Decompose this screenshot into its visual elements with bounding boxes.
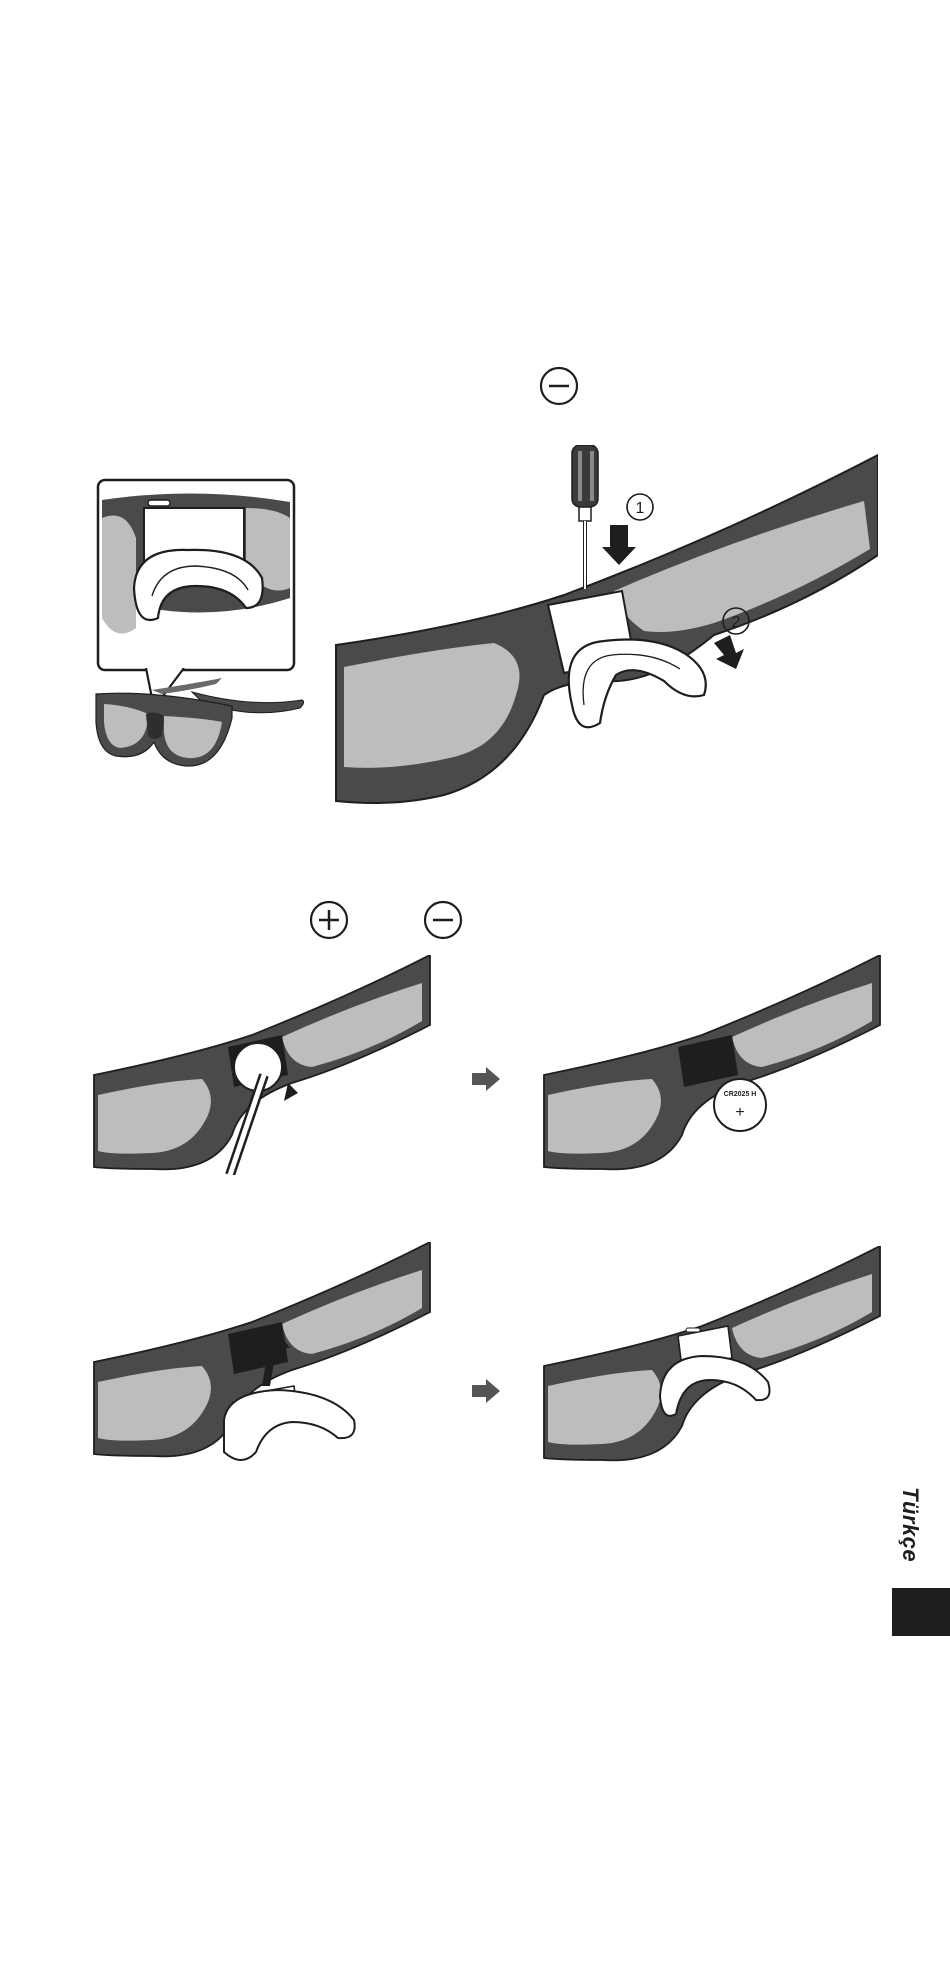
glasses-remove-battery [92, 955, 432, 1175]
language-tab [892, 1588, 950, 1636]
large-glasses-remove-nosepad: 1 2 [334, 445, 878, 807]
glasses-insert-battery: CR2025 H + [542, 955, 882, 1175]
glasses-reattach-nosepad [92, 1242, 432, 1468]
minus-circle-icon [422, 899, 464, 941]
language-label: Türkçe [880, 1470, 940, 1580]
next-step-arrow [470, 1066, 502, 1092]
battery-label: CR2025 H [724, 1091, 757, 1098]
next-step-arrow [470, 1378, 502, 1404]
glasses-assembled [542, 1246, 882, 1466]
nosepad-detail-inset [96, 478, 296, 676]
minus-circle-icon [538, 365, 580, 407]
small-glasses-overview [92, 672, 306, 772]
plus-circle-icon [308, 899, 350, 941]
step-marker-2: 2 [732, 614, 741, 631]
step-marker-1: 1 [636, 500, 645, 517]
battery-plus: + [735, 1104, 744, 1121]
